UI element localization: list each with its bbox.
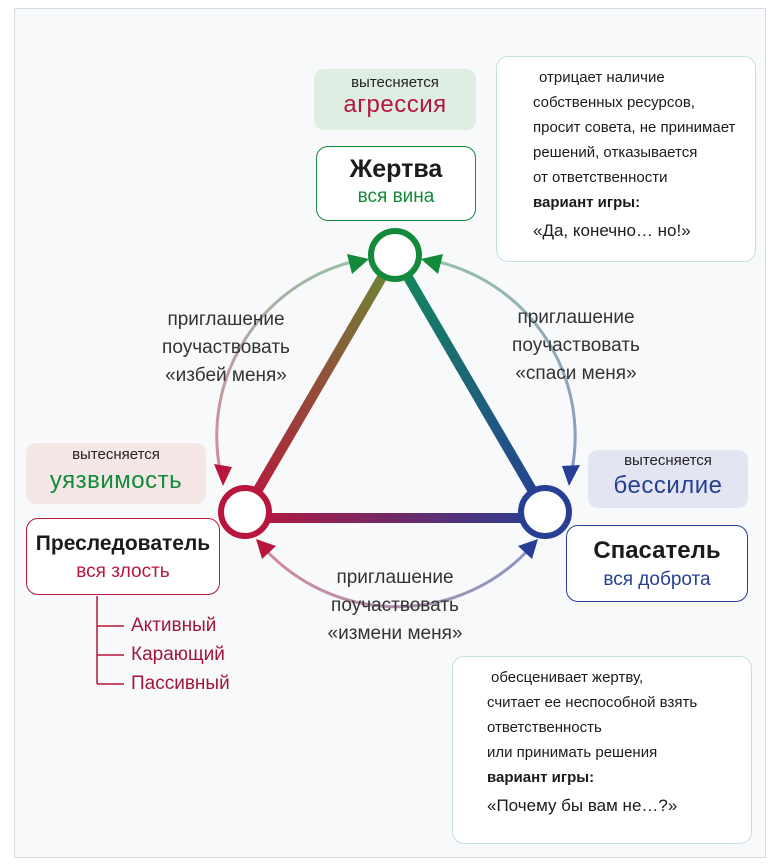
invitation-bottom-line-3: «измени меня» (327, 623, 463, 644)
invitation-right: приглашение поучаствовать «спаси меня» (490, 304, 662, 388)
victim-note-line-2: собственных ресурсов, (533, 94, 695, 111)
triangle-edge-right (390, 252, 550, 515)
persecutor-suppressed-box: вытесняется уязвимость (26, 443, 206, 504)
arc-bottom (262, 546, 532, 609)
victim-note-line-4: решений, отказывается (533, 144, 698, 161)
rescuer-note-line-1: обесценивает жертву, (491, 669, 644, 686)
arc-left (215, 258, 361, 476)
persecutor-type-active: Активный (131, 615, 217, 636)
persecutor-box: Преследователь вся злость (26, 518, 220, 595)
victim-node (368, 228, 422, 282)
invitation-right-line-1: приглашение (517, 307, 635, 328)
arrowhead-to-rescuer-top (562, 465, 580, 486)
victim-title: Жертва (349, 155, 443, 183)
persecutor-type-passive: Пассивный (131, 673, 230, 694)
arc-right (429, 258, 577, 476)
invitation-left-line-1: приглашение (167, 309, 285, 330)
victim-suppressed-box: вытесняется агрессия (314, 69, 476, 130)
victim-note-line-1: отрицает наличие (539, 69, 665, 86)
victim-suppressed-label: вытесняется (351, 74, 439, 91)
invitation-bottom: приглашение поучаствовать «измени меня» (305, 564, 485, 648)
invitation-left-line-2: поучаствовать (162, 337, 290, 358)
rescuer-suppressed-box: вытесняется бессилие (588, 450, 748, 508)
invitation-right-line-3: «спаси меня» (515, 363, 637, 384)
rescuer-box: Спасатель вся доброта (566, 525, 748, 602)
arrowhead-to-persecutor-bottom (256, 539, 276, 559)
persecutor-title: Преследователь (35, 532, 211, 555)
arrowhead-to-victim-right (421, 254, 443, 274)
invitation-left-line-3: «избей меня» (165, 365, 287, 386)
rescuer-suppressed-label: вытесняется (624, 452, 712, 469)
persecutor-node (218, 485, 272, 539)
arrowhead-to-victim-left (347, 254, 369, 274)
invitation-right-line-2: поучаствовать (512, 335, 640, 356)
victim-note-line-3: просит совета, не принимает (533, 119, 736, 136)
victim-box: Жертва вся вина (316, 146, 476, 221)
persecutor-types-tree (96, 596, 124, 685)
persecutor-suppressed-label: вытесняется (72, 446, 160, 463)
rescuer-note: обесценивает жертву, считает ее неспособ… (452, 656, 752, 844)
rescuer-subtitle: вся доброта (603, 569, 711, 590)
rescuer-node (518, 485, 572, 539)
victim-subtitle: вся вина (357, 186, 435, 207)
rescuer-note-game-quote: «Почему бы вам не…?» (487, 796, 678, 815)
victim-note-line-5: от ответственности (533, 169, 668, 186)
persecutor-subtitle: вся злость (76, 561, 170, 582)
arrowhead-to-persecutor-top (214, 464, 232, 486)
rescuer-note-line-4: или принимать решения (487, 744, 658, 761)
victim-note: отрицает наличие собственных ресурсов, п… (496, 56, 756, 262)
rescuer-suppressed-value: бессилие (613, 472, 723, 499)
victim-note-game-label: вариант игры: (533, 194, 641, 211)
persecutor-type-punishing: Карающий (131, 644, 225, 665)
invitation-left: приглашение поучаствовать «избей меня» (140, 306, 312, 390)
rescuer-note-line-3: ответственность (487, 719, 602, 736)
victim-note-game-quote: «Да, конечно… но!» (533, 221, 691, 240)
triangle-edge-left (240, 252, 400, 515)
rescuer-note-line-2: считает ее неспособной взять (487, 694, 698, 711)
rescuer-note-game-label: вариант игры: (487, 769, 595, 786)
persecutor-suppressed-value: уязвимость (49, 467, 183, 494)
arrowhead-to-rescuer-bottom (518, 539, 538, 559)
victim-suppressed-value: агрессия (343, 91, 447, 118)
rescuer-title: Спасатель (593, 537, 721, 564)
invitation-bottom-line-2: поучаствовать (331, 595, 459, 616)
invitation-bottom-line-1: приглашение (336, 567, 454, 588)
